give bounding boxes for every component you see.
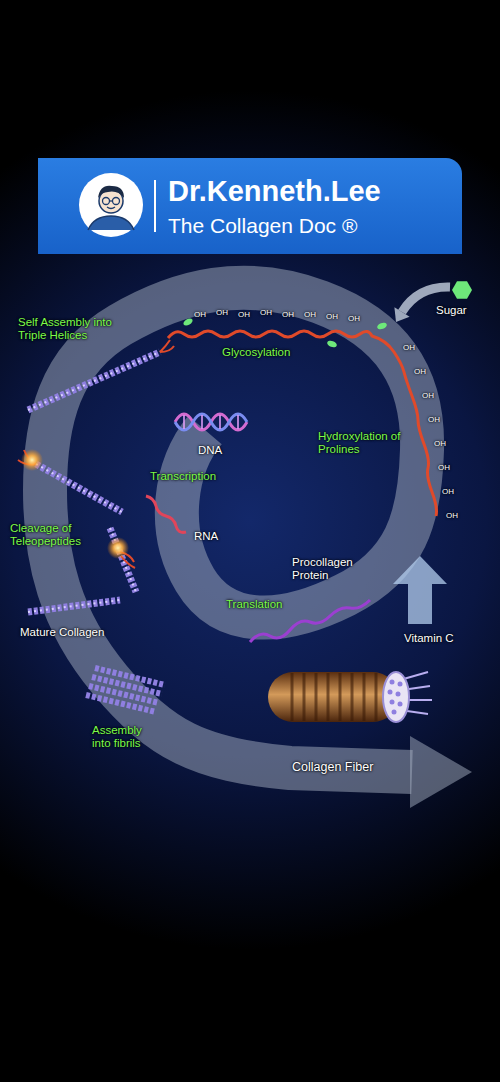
spiral-arrowhead <box>410 736 472 808</box>
molecule-label: Mature Collagen <box>20 626 104 639</box>
dna-strand <box>175 414 247 430</box>
step-label: Translation <box>226 598 282 611</box>
hydroxyl-label: OH <box>442 487 454 496</box>
hydroxyl-label: OH <box>348 314 360 323</box>
triple-helix <box>107 528 136 592</box>
sugar-leaf <box>326 339 337 348</box>
hydroxyl-label: OH <box>428 415 440 424</box>
hydroxyl-label: OH <box>414 367 426 376</box>
molecule-label: RNA <box>194 530 218 543</box>
step-label: Transcription <box>150 470 216 483</box>
hydroxyl-label: OH <box>434 439 446 448</box>
molecule-label: Vitamin C <box>404 632 454 645</box>
dna-strand <box>175 414 247 430</box>
rna-strand <box>146 496 186 532</box>
portrait-icon <box>74 170 164 242</box>
sugar-leaf <box>182 317 194 327</box>
triple-helix <box>28 340 174 410</box>
step-label: Assembly into fibrils <box>92 724 162 750</box>
sugar-leaf <box>376 321 387 330</box>
dna-rungs <box>184 415 238 429</box>
hydroxyl-label: OH <box>422 391 434 400</box>
molecule-label: Procollagen Protein <box>292 556 378 582</box>
hydroxyl-label: OH <box>326 312 338 321</box>
hydroxyl-label: OH <box>260 308 272 317</box>
molecule-label: Sugar <box>436 304 467 317</box>
hydroxyl-label: OH <box>194 310 206 319</box>
vitamin-arrow <box>393 556 447 624</box>
fibril-bundle <box>86 668 165 712</box>
brand-tagline: The Collagen Doc ® <box>168 212 357 240</box>
step-label: Self Assembly into Triple Helices <box>18 316 130 342</box>
hydroxyl-label: OH <box>238 310 250 319</box>
hydroxyl-label: OH <box>304 310 316 319</box>
hydroxyl-label: OH <box>216 308 228 317</box>
hydroxyl-label: OH <box>446 511 458 520</box>
hydroxyl-label: OH <box>282 310 294 319</box>
brand-name: Dr.Kenneth.Lee <box>168 174 381 208</box>
step-label: Glycosylation <box>222 346 290 359</box>
spiral-band <box>45 288 422 772</box>
hydroxylated-chain <box>168 331 437 516</box>
sugar-arrowhead <box>394 307 409 322</box>
collagen-fiber <box>268 672 432 722</box>
molecule-label: Collagen Fiber <box>292 760 373 774</box>
molecule-label: DNA <box>198 444 222 457</box>
mature-collagen <box>28 600 120 612</box>
hydroxyl-label: OH <box>438 463 450 472</box>
triple-helix <box>18 449 122 512</box>
step-label: Hydroxylation of Prolines <box>318 430 402 456</box>
sugar-hexagon <box>452 281 472 298</box>
hydroxyl-label: OH <box>403 343 415 352</box>
step-label: Cleavage of Teleopeptides <box>10 522 94 548</box>
